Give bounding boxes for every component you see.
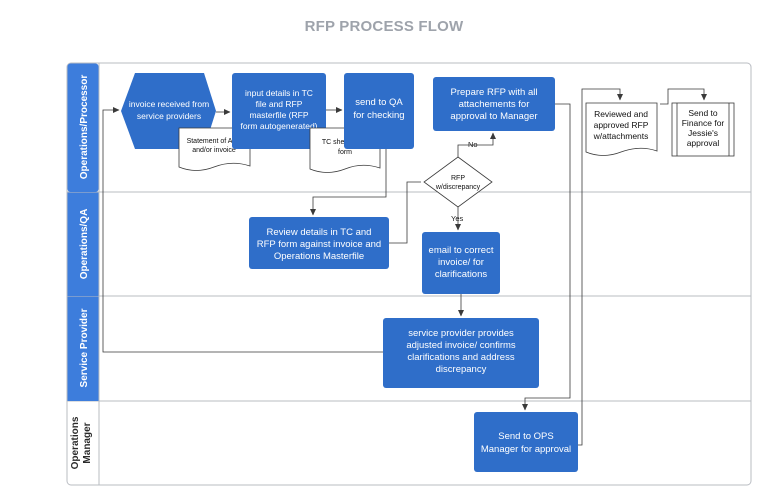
prepare-rfp-line2: attachements for [459,99,530,110]
lane-header-service-provider [67,296,99,401]
reviewed-line1: Reviewed and [594,109,648,119]
rfp-discrepancy-decision: RFP w/discrepancy [423,156,493,208]
send-to-ops-manager-node: Send to OPS Manager for approval [474,412,578,472]
provider-line2: adjusted invoice/ confirms [406,340,516,351]
reviewed-rfp-document: Reviewed and approved RFP w/attachments [585,102,658,156]
finance-line3: Jessie's [688,128,718,138]
review-details-line2: RFP form against invoice and [257,239,381,250]
edge-qa-to-review [310,148,387,216]
input-details-line4: form autogenerated) [240,121,317,131]
prepare-rfp-line1: Prepare RFP with all [451,87,538,98]
review-details-node: Review details in TC and RFP form agains… [249,217,389,269]
statement-line1: Statement of Acct [187,138,242,145]
finance-line1: Send to [688,108,718,118]
ops-manager-line1: Send to OPS [498,431,553,442]
reviewed-line2: approved RFP [594,120,649,130]
page-title: RFP PROCESS FLOW [304,18,464,35]
send-to-finance-node: Send to Finance for Jessie's approval [671,102,735,157]
edge-reviewed-to-finance [660,88,707,105]
input-details-line3: masterfile (RFP [249,110,308,120]
email-correct-node: email to correct invoice/ for clarificat… [422,232,500,294]
input-details-node: input details in TC file and RFP masterf… [232,73,326,149]
edge-prepare-to-ops-manager [522,103,571,411]
prepare-rfp-node: Prepare RFP with all attachements for ap… [433,77,555,131]
finance-line4: approval [687,138,720,148]
decision-line1: RFP [451,175,465,182]
lane-header-operations-processor [67,63,99,192]
lane-header-operations-qa [67,192,99,296]
edge-provider-loop-back [102,107,383,353]
statement-line2: and/or invoice [192,147,236,154]
provider-line3: clarifications and address [407,352,514,363]
lane-label-service-provider: Service Provider [79,308,90,387]
send-to-qa-node: send to QA for checking [344,73,414,149]
invoice-received-line1: invoice received from [129,99,209,109]
finance-line2: Finance for [682,118,725,128]
service-provider-adjusts-node: service provider provides adjusted invoi… [383,318,539,388]
email-line2: invoice/ for [438,257,484,268]
edge-ops-manager-to-reviewed [578,88,623,446]
lane-label-operations-manager-line1: Operations [70,416,81,469]
prepare-rfp-line3: approval to Manager [450,111,537,122]
reviewed-line3: w/attachments [593,131,649,141]
invoice-received-line2: service providers [137,111,201,121]
provider-line1: service provider provides [408,328,514,339]
ops-manager-line2: Manager for approval [481,444,571,455]
edge-label-yes: Yes [451,214,463,223]
input-details-line2: file and RFP [256,99,303,109]
swimlane-frame [66,62,752,486]
edge-decision-no-to-prepare [457,132,496,157]
email-line3: clarifications [435,269,488,280]
send-to-qa-line2: for checking [353,110,404,121]
review-details-line3: Operations Masterfile [274,251,364,262]
send-to-qa-line1: send to QA [355,97,403,108]
decision-line2: w/discrepancy [435,184,481,191]
tc-sheet-line2: form [338,149,352,156]
provider-line4: discrepancy [436,364,487,375]
email-line1: email to correct [429,245,494,256]
lane-label-operations-processor: Operations/Processor [79,75,90,180]
review-details-line1: Review details in TC and [267,227,372,238]
lane-label-operations-qa: Operations/QA [79,209,90,280]
edge-review-to-decision [389,181,421,244]
lane-label-operations-manager-line2: Manager [82,422,93,463]
edge-label-no: No [468,140,478,149]
input-details-line1: input details in TC [245,88,313,98]
